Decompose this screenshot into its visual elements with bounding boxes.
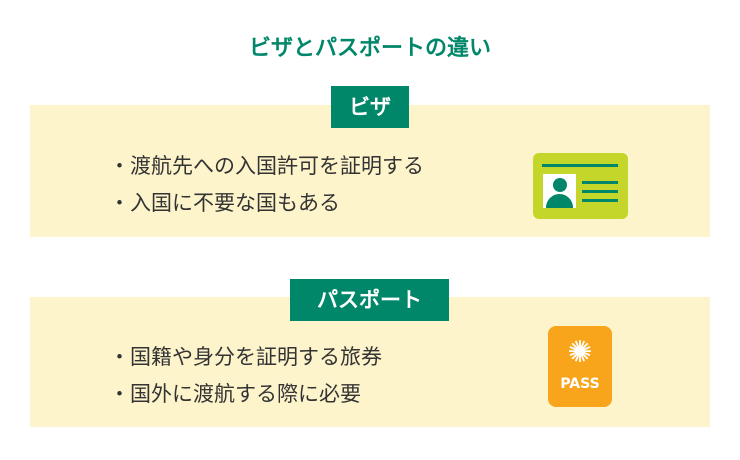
visa-list: 渡航先への入国許可を証明する 入国に不要な国もある — [115, 148, 424, 222]
list-item: 国籍や身分を証明する旅券 — [115, 339, 382, 376]
visa-label: ビザ — [331, 86, 409, 128]
passport-icon: ✺ PASS — [548, 326, 612, 407]
chrysanthemum-icon: ✺ — [567, 335, 593, 370]
passport-list: 国籍や身分を証明する旅券 国外に渡航する際に必要 — [115, 339, 382, 413]
list-item: 国外に渡航する際に必要 — [115, 376, 382, 413]
list-item: 渡航先への入国許可を証明する — [115, 148, 424, 185]
page-title: ビザとパスポートの違い — [248, 36, 491, 61]
passport-label: パスポート — [290, 279, 449, 321]
id-card-icon — [533, 153, 628, 219]
passport-icon-text: PASS — [560, 376, 600, 392]
list-item: 入国に不要な国もある — [115, 185, 424, 222]
